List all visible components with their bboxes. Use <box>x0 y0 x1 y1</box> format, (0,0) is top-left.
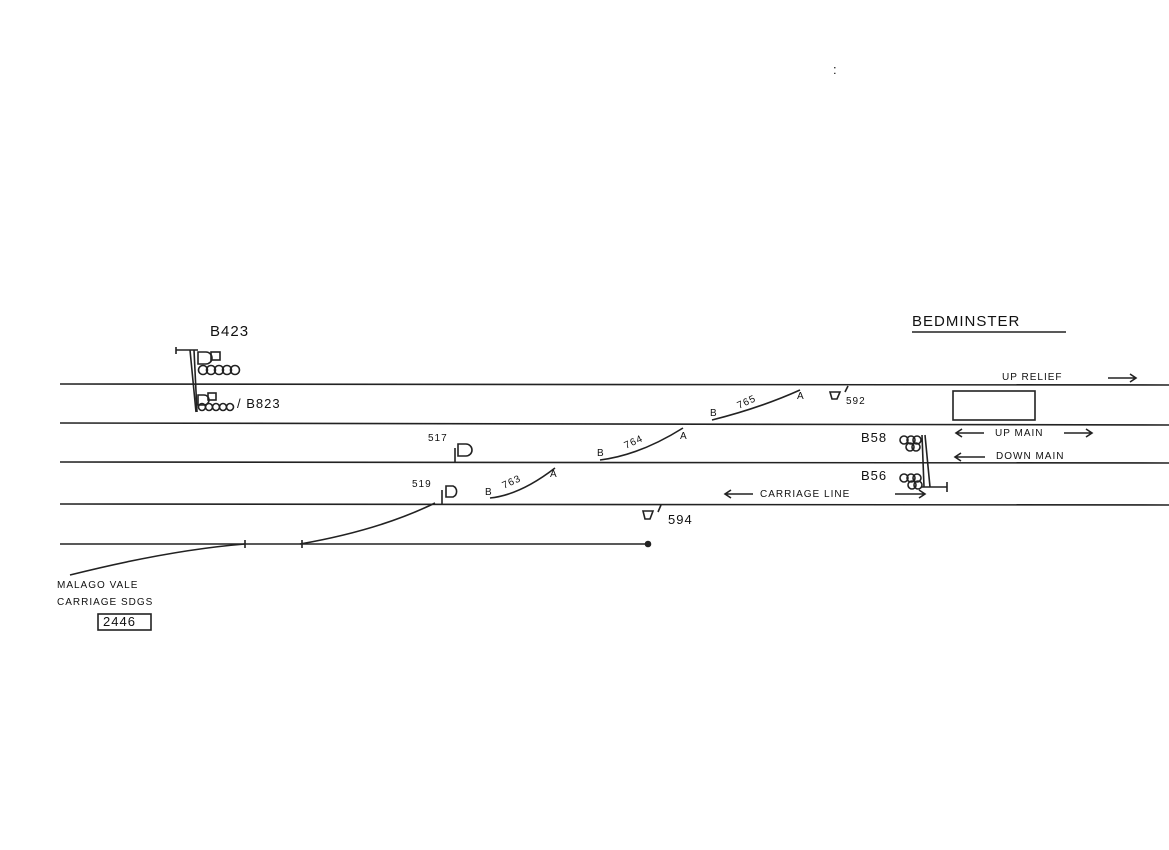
points-765-a: A <box>797 391 805 402</box>
arrows <box>723 373 1138 499</box>
siding-curve <box>69 543 246 576</box>
signal-519 <box>441 485 458 504</box>
platform-building <box>952 390 1036 421</box>
track-up-relief <box>59 383 1169 386</box>
sidings-number: 2446 <box>103 614 136 629</box>
label-b58: B58 <box>861 430 888 445</box>
label-b423: B423 <box>210 323 250 340</box>
label-519: 519 <box>412 479 432 490</box>
label-517: 517 <box>428 433 448 444</box>
track-carriage-line <box>59 503 1169 506</box>
label-carriage-line: CARRIAGE LINE <box>760 489 851 500</box>
label-down-main: DOWN MAIN <box>996 451 1065 462</box>
label-up-relief: UP RELIEF <box>1002 372 1063 383</box>
signal-594 <box>641 504 662 520</box>
label-b823: / B823 <box>237 396 281 411</box>
label-592: 592 <box>846 396 866 407</box>
signal-gantry-b423 <box>175 347 241 413</box>
points-763-a: A <box>550 469 558 480</box>
sidings-name-line1: MALAGO VALE <box>57 580 139 591</box>
signal-592 <box>828 385 849 400</box>
dot-mark: : <box>833 62 838 77</box>
points-763 <box>489 467 556 499</box>
label-up-main: UP MAIN <box>995 428 1044 439</box>
sidings-name-line2: CARRIAGE SDGS <box>57 597 154 608</box>
signal-bracket-b58-b56 <box>899 434 948 492</box>
siding-connection <box>299 502 436 545</box>
station-name: BEDMINSTER <box>912 313 1021 330</box>
sidings-number-box <box>97 613 152 631</box>
points-765-b: B <box>710 408 718 419</box>
track-down-main <box>59 461 1169 464</box>
label-594: 594 <box>668 512 693 527</box>
points-764-b: B <box>597 448 605 459</box>
buffer-stop <box>644 540 652 548</box>
signal-517 <box>454 443 473 462</box>
points-764 <box>599 427 684 461</box>
points-765 <box>711 389 801 421</box>
points-763-b: B <box>485 487 493 498</box>
track-up-main <box>59 422 1169 426</box>
label-b56: B56 <box>861 468 888 483</box>
points-764-a: A <box>680 431 688 442</box>
